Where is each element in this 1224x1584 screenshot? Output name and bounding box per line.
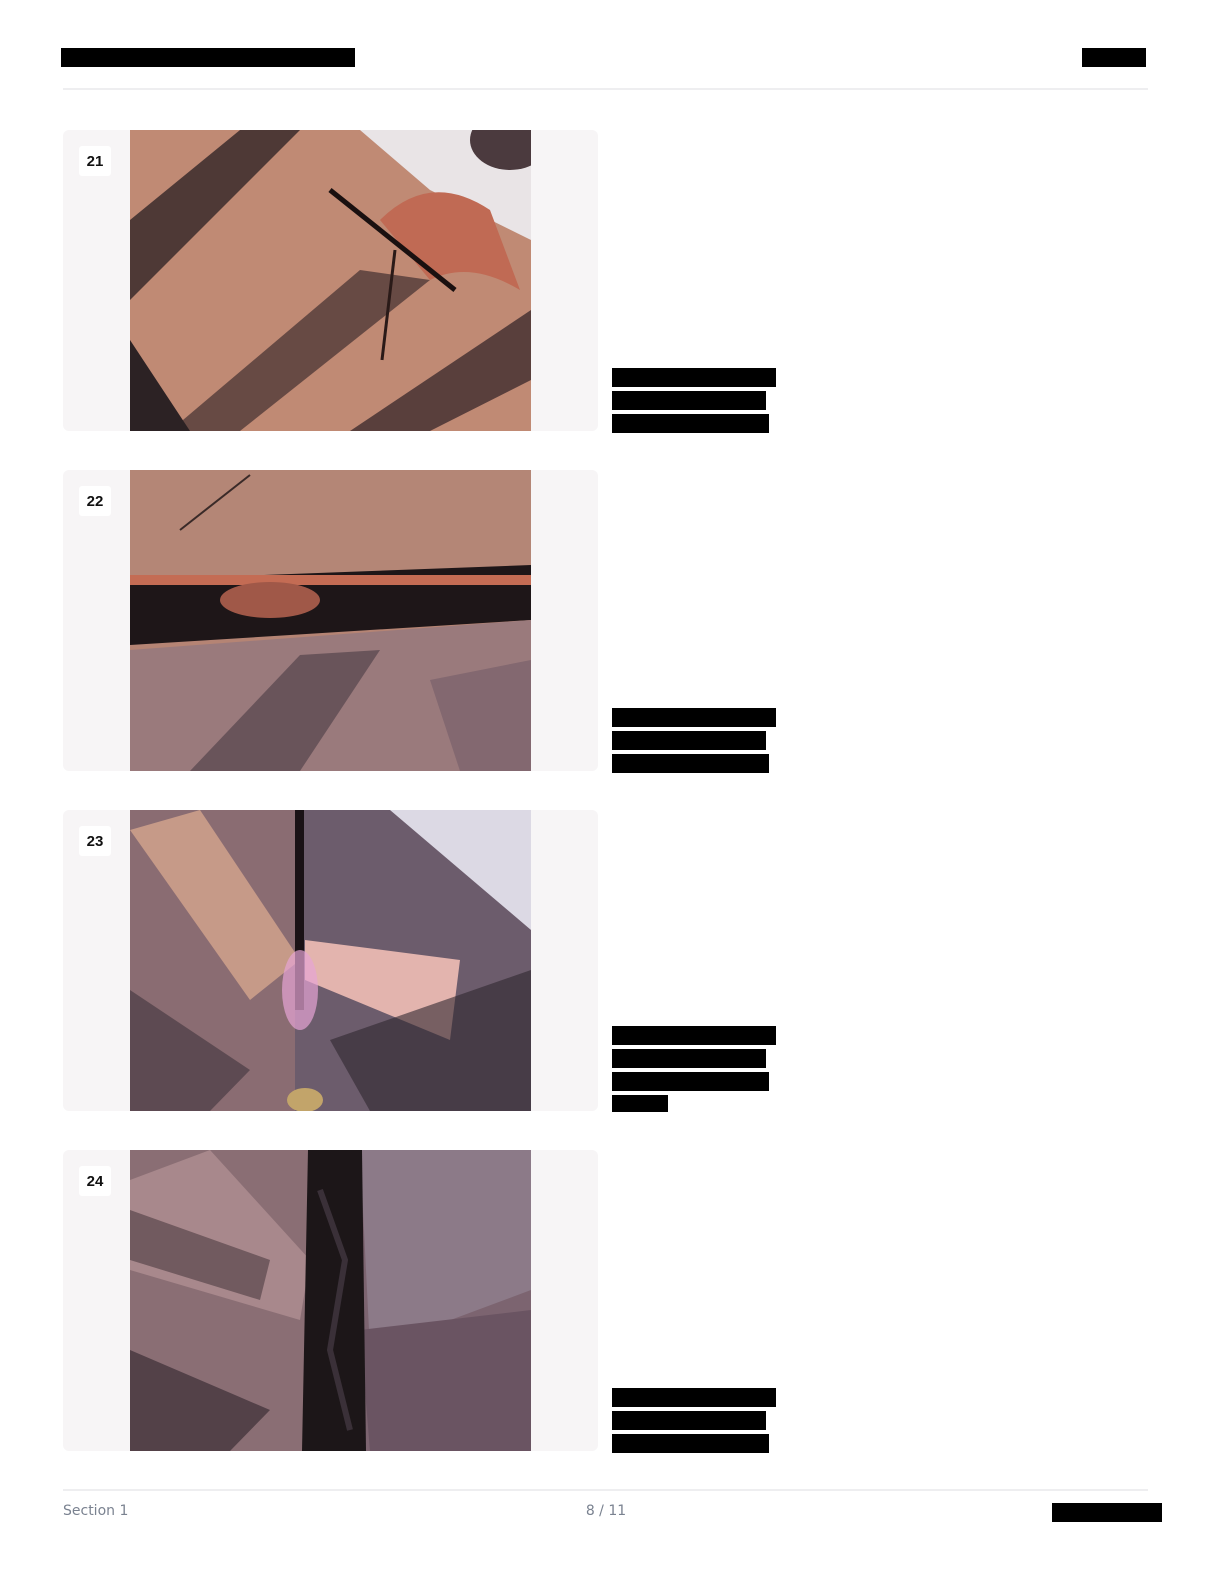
photo-number-badge: 22 <box>79 486 111 516</box>
photo-caption-line-redacted <box>612 1049 766 1068</box>
photo-caption-line-redacted <box>612 708 776 727</box>
roof-photo[interactable] <box>130 130 531 431</box>
photo-card: 24 <box>63 1150 598 1451</box>
photo-number-badge: 24 <box>79 1166 111 1196</box>
roof-photo-image <box>130 470 531 771</box>
photo-caption-line-redacted <box>612 1388 776 1407</box>
header-right-redacted <box>1082 48 1146 67</box>
roof-photo-image <box>130 1150 531 1451</box>
photo-card: 23 <box>63 810 598 1111</box>
footer-divider <box>63 1489 1148 1491</box>
photo-caption-line-redacted <box>612 391 766 410</box>
photo-caption-line-redacted <box>612 731 766 750</box>
header-title-redacted <box>61 48 355 67</box>
header-divider <box>63 88 1148 90</box>
photo-caption-line-redacted <box>612 368 776 387</box>
footer-right-redacted <box>1052 1503 1162 1522</box>
roof-photo-image <box>130 130 531 431</box>
roof-photo[interactable] <box>130 470 531 771</box>
photo-caption-line-redacted <box>612 1026 776 1045</box>
roof-photo[interactable] <box>130 1150 531 1451</box>
photo-card: 22 <box>63 470 598 771</box>
photo-number-badge: 21 <box>79 146 111 176</box>
photo-caption-line-redacted <box>612 1411 766 1430</box>
photo-card: 21 <box>63 130 598 431</box>
footer-page-number: 8 / 11 <box>585 1503 627 1519</box>
photo-caption-line-redacted <box>612 1072 769 1091</box>
photo-caption-line-redacted <box>612 1095 668 1112</box>
roof-photo[interactable] <box>130 810 531 1111</box>
roof-photo-image <box>130 810 531 1111</box>
photo-caption-line-redacted <box>612 754 769 773</box>
footer-section-label: Section 1 <box>63 1503 129 1519</box>
photo-number-badge: 23 <box>79 826 111 856</box>
photo-caption-line-redacted <box>612 414 769 433</box>
photo-caption-line-redacted <box>612 1434 769 1453</box>
